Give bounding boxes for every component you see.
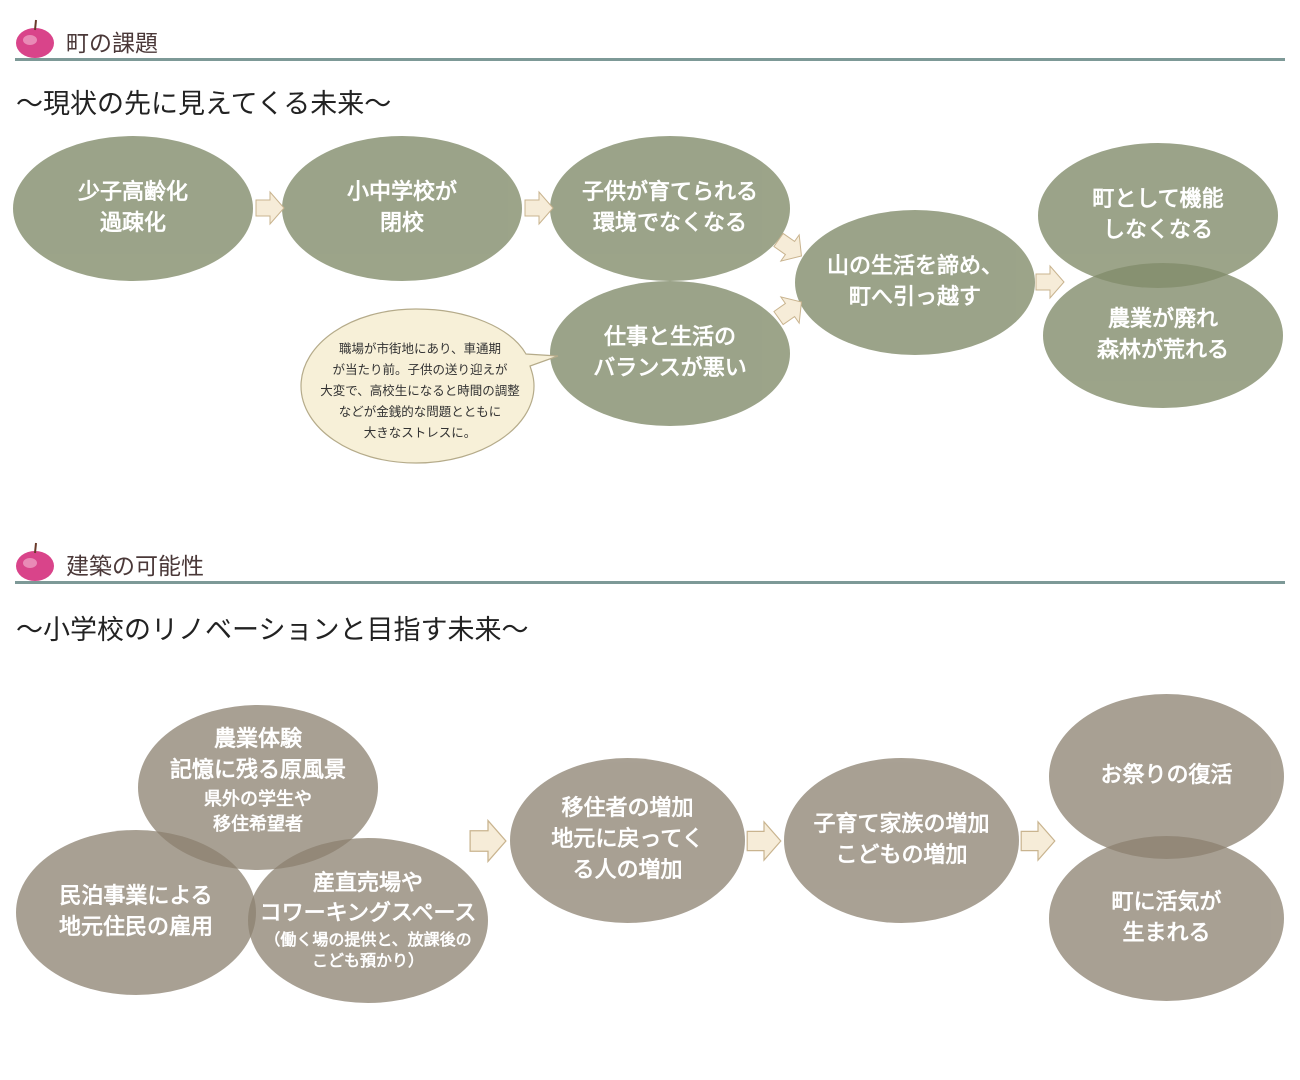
node-childcare-environment: 子供が育てられる環境でなくなる xyxy=(550,136,790,281)
section1-subtitle: ～現状の先に見えてくる未来～ xyxy=(16,89,392,120)
node-festival-revival: お祭りの復活 xyxy=(1049,694,1284,859)
node-coworking-market: 産直売場やコワーキングスペース（働く場の提供と、放課後のこども預かり） xyxy=(248,838,488,1003)
arrow-right-icon xyxy=(1020,820,1056,862)
arrow-right-icon xyxy=(469,818,507,864)
node-work-life-balance: 仕事と生活のバランスが悪い xyxy=(550,281,790,426)
section1-title: 町の課題 xyxy=(66,31,158,57)
arrow-up-right-icon xyxy=(773,296,803,326)
speech-bubble xyxy=(300,308,559,464)
section2-subtitle: ～小学校のリノベーションと目指す未来～ xyxy=(16,615,529,646)
node-farm-forest-decline: 農業が廃れ森林が荒れる xyxy=(1043,263,1283,408)
arrow-right-icon xyxy=(1035,264,1065,300)
section2-title: 建築の可能性 xyxy=(66,554,204,580)
speech-bubble-text: 職場が市街地にあり、車通期が当たり前。子供の送り迎えが大変で、高校生になると時間… xyxy=(320,341,520,440)
arrow-down-right-icon xyxy=(773,232,803,262)
arrow-right-icon xyxy=(524,190,554,226)
arrow-right-icon xyxy=(255,190,285,226)
node-minpaku-employment: 民泊事業による地元住民の雇用 xyxy=(16,830,256,995)
section2-divider xyxy=(15,581,1285,584)
node-aging-depopulation: 少子高齢化過疎化 xyxy=(13,136,253,281)
node-town-vitality: 町に活気が生まれる xyxy=(1049,836,1284,1001)
node-migrants-increase: 移住者の増加地元に戻ってくる人の増加 xyxy=(510,758,745,923)
apple-icon xyxy=(16,19,54,58)
apple-icon xyxy=(16,542,54,581)
node-move-to-town: 山の生活を諦め、町へ引っ越す xyxy=(795,210,1035,355)
node-school-closure: 小中学校が閉校 xyxy=(282,136,522,281)
node-families-increase: 子育て家族の増加こどもの増加 xyxy=(784,758,1019,923)
arrow-right-icon xyxy=(746,820,782,862)
section1-divider xyxy=(15,58,1285,61)
